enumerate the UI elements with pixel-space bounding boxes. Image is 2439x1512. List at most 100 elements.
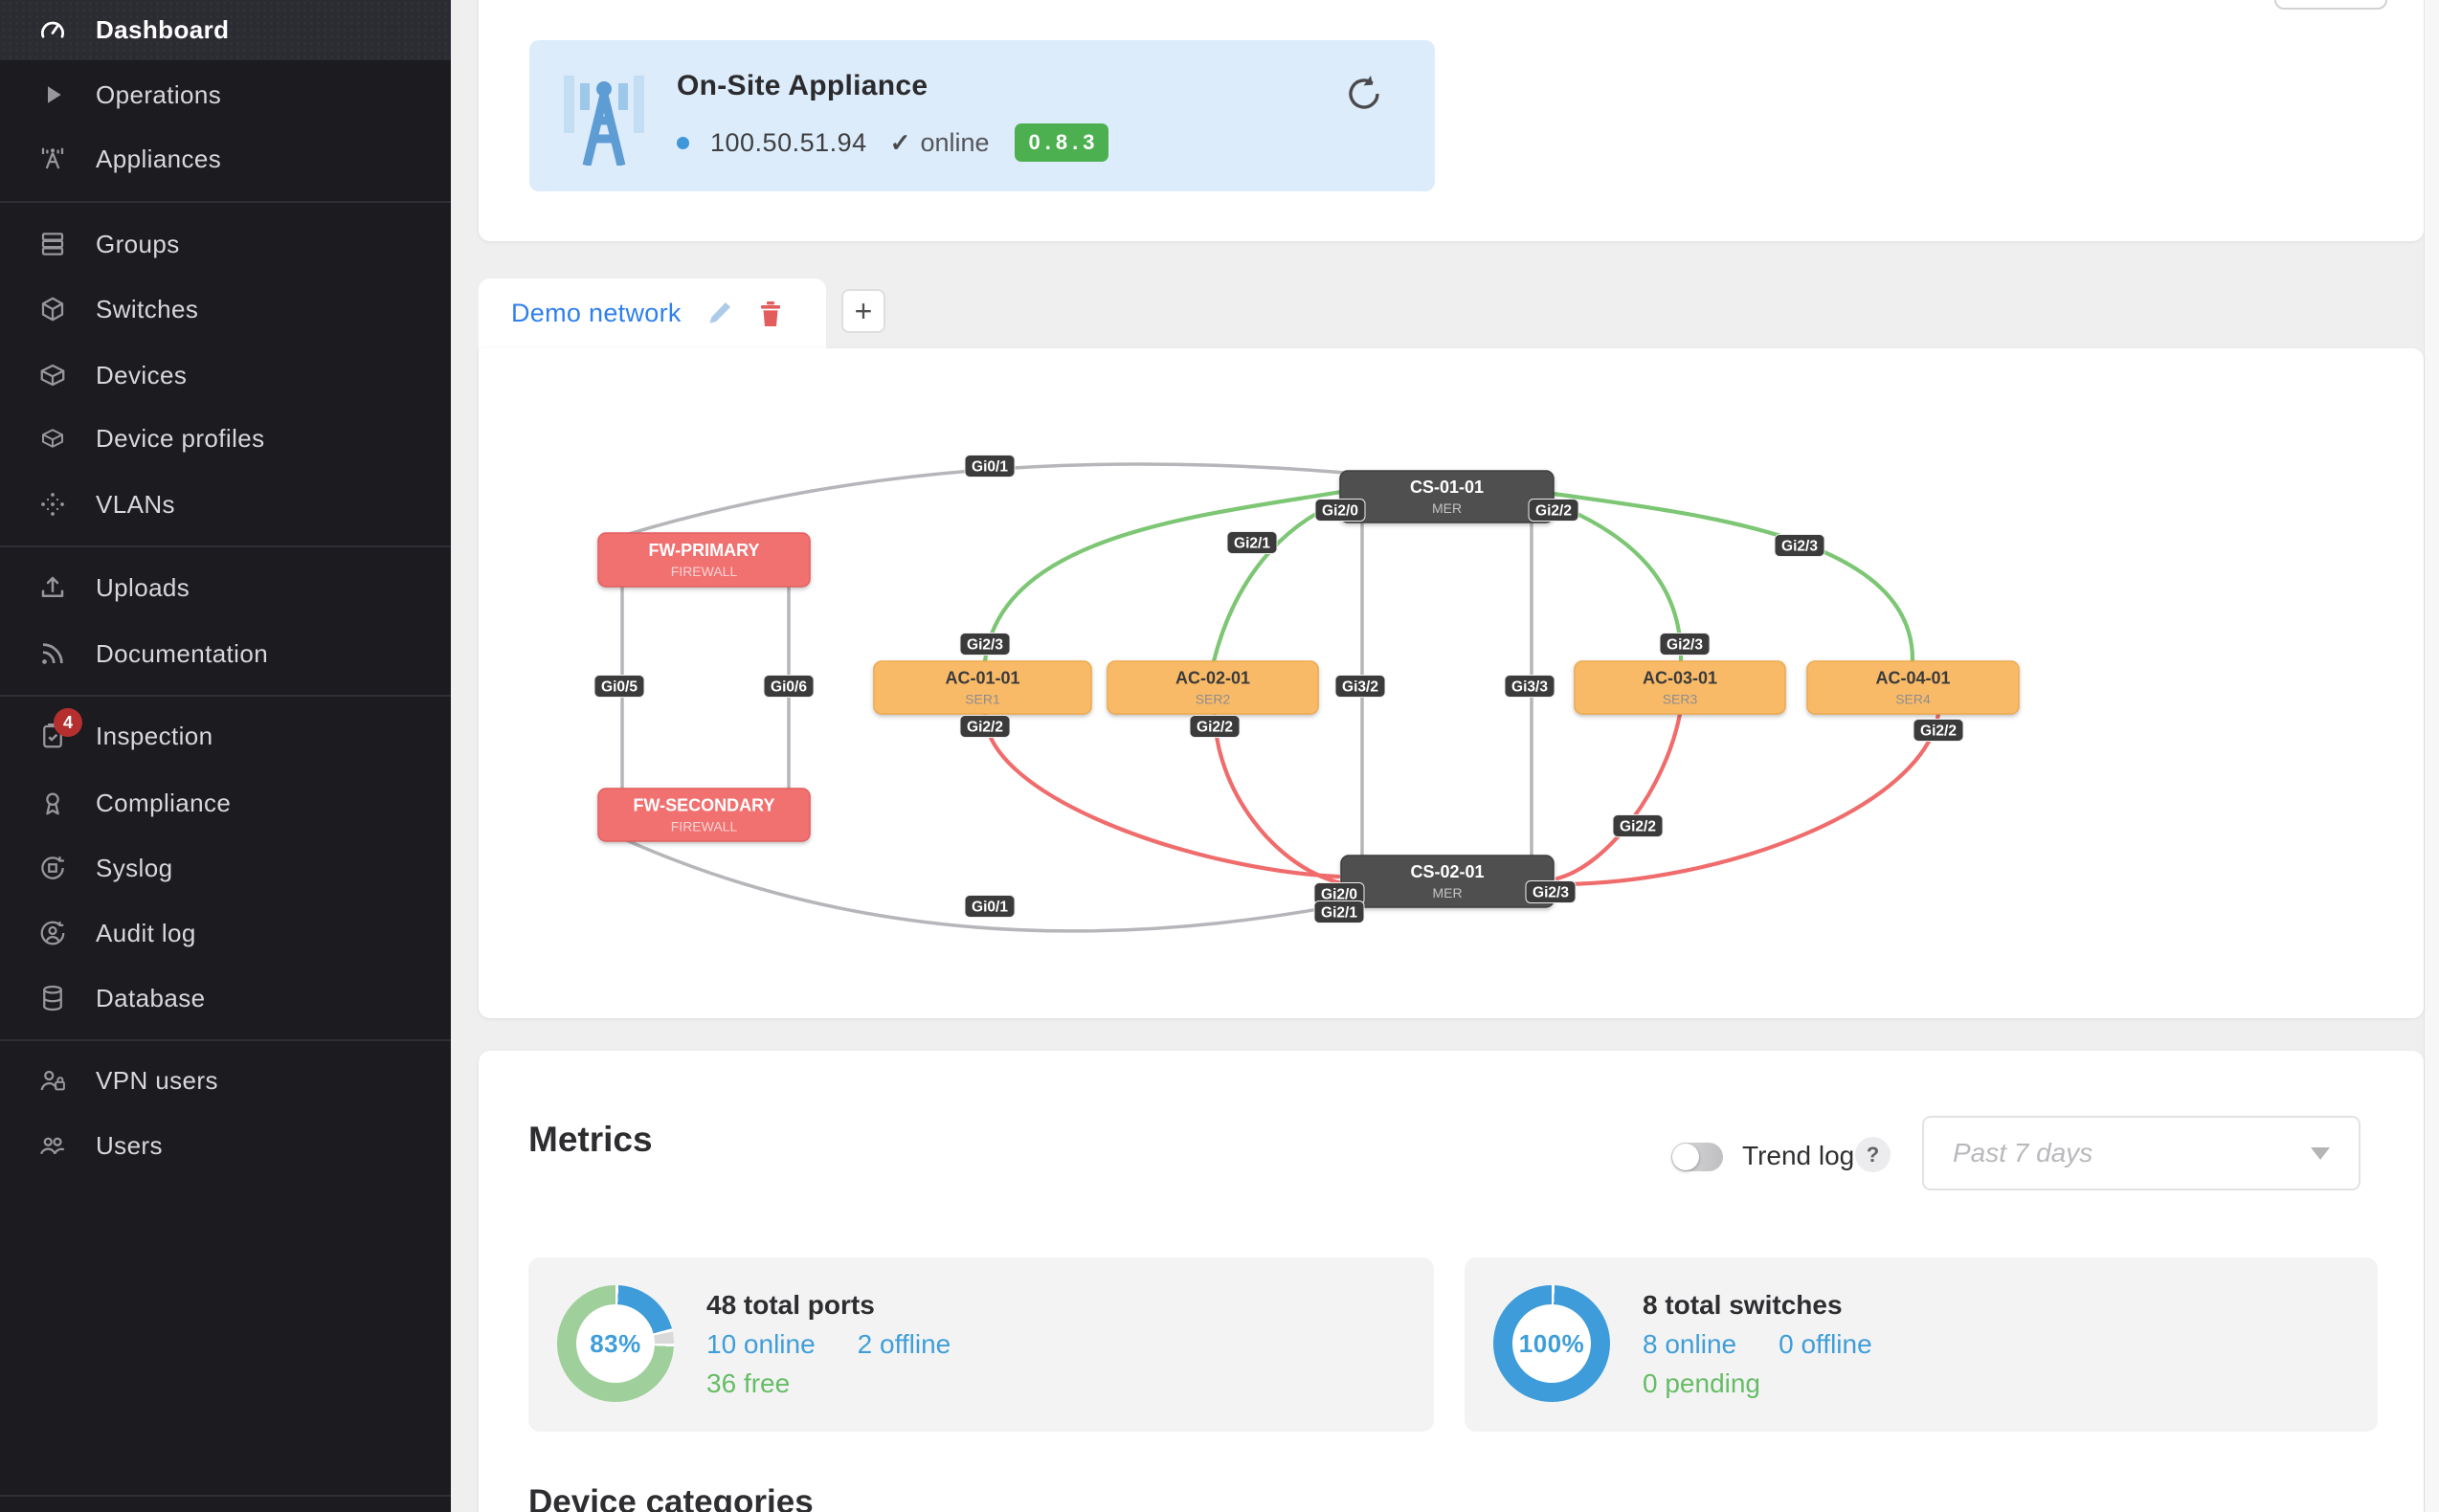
sidebar-item-database[interactable]: Database [0,966,451,1031]
antenna-tower-icon [564,76,644,166]
sidebar-item-label: Database [96,983,206,1012]
chevron-down-icon [2311,1146,2330,1160]
help-icon[interactable]: ? [1855,1137,1891,1172]
add-network-tab-button[interactable]: + [841,289,885,333]
sidebar-item-vlans[interactable]: VLANs [0,472,451,537]
ports-percent: 83% [590,1328,641,1358]
port-label: Gi2/3 [959,633,1011,656]
time-range-select[interactable]: Past 7 days [1922,1116,2361,1190]
svg-text:Gi0/5: Gi0/5 [601,679,638,696]
user-history-icon [36,917,69,949]
svg-text:Gi2/2: Gi2/2 [1920,723,1957,740]
sidebar-item-label: Switches [96,294,199,323]
partial-button[interactable] [2274,0,2387,10]
port-label: Gi2/0 [1313,882,1365,905]
appliance-card[interactable]: On-Site Appliance 100.50.51.94 ✓ online … [529,40,1435,191]
refresh-icon[interactable] [1343,73,1385,115]
svg-text:FW-SECONDARY: FW-SECONDARY [634,796,775,815]
topology-link-red [1212,711,1341,885]
sidebar-divider [0,695,451,697]
switches-donut-chart: 100% [1493,1285,1610,1402]
sidebar-item-device-profiles[interactable]: Device profiles [0,406,451,471]
sidebar-item-users[interactable]: Users [0,1113,451,1178]
svg-text:Gi2/2: Gi2/2 [1197,720,1233,736]
sidebar-item-documentation[interactable]: Documentation [0,621,451,686]
port-label: Gi3/2 [1334,675,1386,698]
sidebar-item-compliance[interactable]: Compliance [0,770,451,835]
sidebar-item-devices[interactable]: Devices [0,343,451,408]
scrollbar[interactable] [2424,0,2439,1512]
sidebar-item-audit-log[interactable]: Audit log [0,901,451,966]
medal-icon [36,787,69,819]
topology-link-gray [620,836,1342,933]
appliance-ip: 100.50.51.94 [710,127,867,157]
svg-text:AC-03-01: AC-03-01 [1643,669,1717,688]
topology-link-red [1555,711,1941,887]
sidebar-item-switches[interactable]: Switches [0,277,451,342]
svg-text:SER3: SER3 [1663,692,1698,707]
port-label: Gi0/1 [964,455,1016,478]
svg-text:FW-PRIMARY: FW-PRIMARY [649,541,760,560]
switches-percent: 100% [1518,1328,1585,1358]
svg-text:AC-01-01: AC-01-01 [945,669,1019,688]
svg-text:MER: MER [1432,500,1462,516]
svg-text:Gi0/1: Gi0/1 [972,900,1008,916]
port-label: Gi0/6 [763,675,815,698]
port-label: Gi2/3 [1659,633,1711,656]
port-label: Gi2/2 [1189,715,1241,738]
sidebar-item-label: Syslog [96,853,173,882]
sidebar-divider [0,1039,451,1041]
sidebar-item-appliances[interactable]: Appliances [0,126,451,191]
sidebar-item-uploads[interactable]: Uploads [0,555,451,620]
svg-text:SER4: SER4 [1895,692,1931,707]
sidebar-item-label: Devices [96,360,188,389]
svg-text:CS-01-01: CS-01-01 [1410,478,1484,497]
svg-text:Gi3/3: Gi3/3 [1511,679,1548,696]
svg-text:CS-02-01: CS-02-01 [1410,862,1484,881]
sidebar-item-vpn-users[interactable]: VPN users [0,1048,451,1113]
sidebar-item-operations[interactable]: Operations [0,62,451,127]
port-label: Gi2/2 [1528,499,1579,522]
sidebar-item-label: Device profiles [96,423,265,453]
ports-total: 48 total ports [706,1290,875,1320]
svg-text:Gi2/3: Gi2/3 [1533,885,1569,901]
svg-text:AC-02-01: AC-02-01 [1175,669,1250,688]
svg-text:Gi2/2: Gi2/2 [1535,503,1572,520]
svg-text:Gi2/3: Gi2/3 [967,637,1003,654]
box-icon [36,359,69,391]
toggle-knob [1672,1144,1699,1170]
port-label: Gi2/3 [1525,880,1577,903]
sidebar-item-label: Appliances [96,144,222,173]
sidebar-item-groups[interactable]: Groups [0,211,451,277]
trend-log-toggle[interactable] [1671,1143,1723,1171]
delete-trash-icon[interactable] [756,300,785,328]
notification-badge: 4 [54,708,82,737]
port-label: Gi0/5 [593,675,645,698]
sidebar-item-syslog[interactable]: Syslog [0,835,451,901]
edit-pencil-icon[interactable] [705,300,733,328]
sidebar-item-dashboard[interactable]: Dashboard [0,0,451,60]
svg-text:SER2: SER2 [1196,692,1231,707]
svg-text:Gi2/0: Gi2/0 [1322,503,1358,520]
port-label: Gi2/1 [1313,901,1365,923]
port-label: Gi2/2 [959,715,1011,738]
switches-pending: 0 pending [1643,1368,1761,1398]
tab-demo-network[interactable]: Demo network [479,278,826,348]
port-label: Gi2/2 [1913,719,1964,742]
topology-link-green [982,489,1344,664]
svg-text:Gi2/1: Gi2/1 [1321,905,1357,922]
sidebar-item-label: Uploads [96,572,190,602]
switches-total: 8 total switches [1643,1290,1843,1320]
metrics-heading: Metrics [528,1120,653,1159]
